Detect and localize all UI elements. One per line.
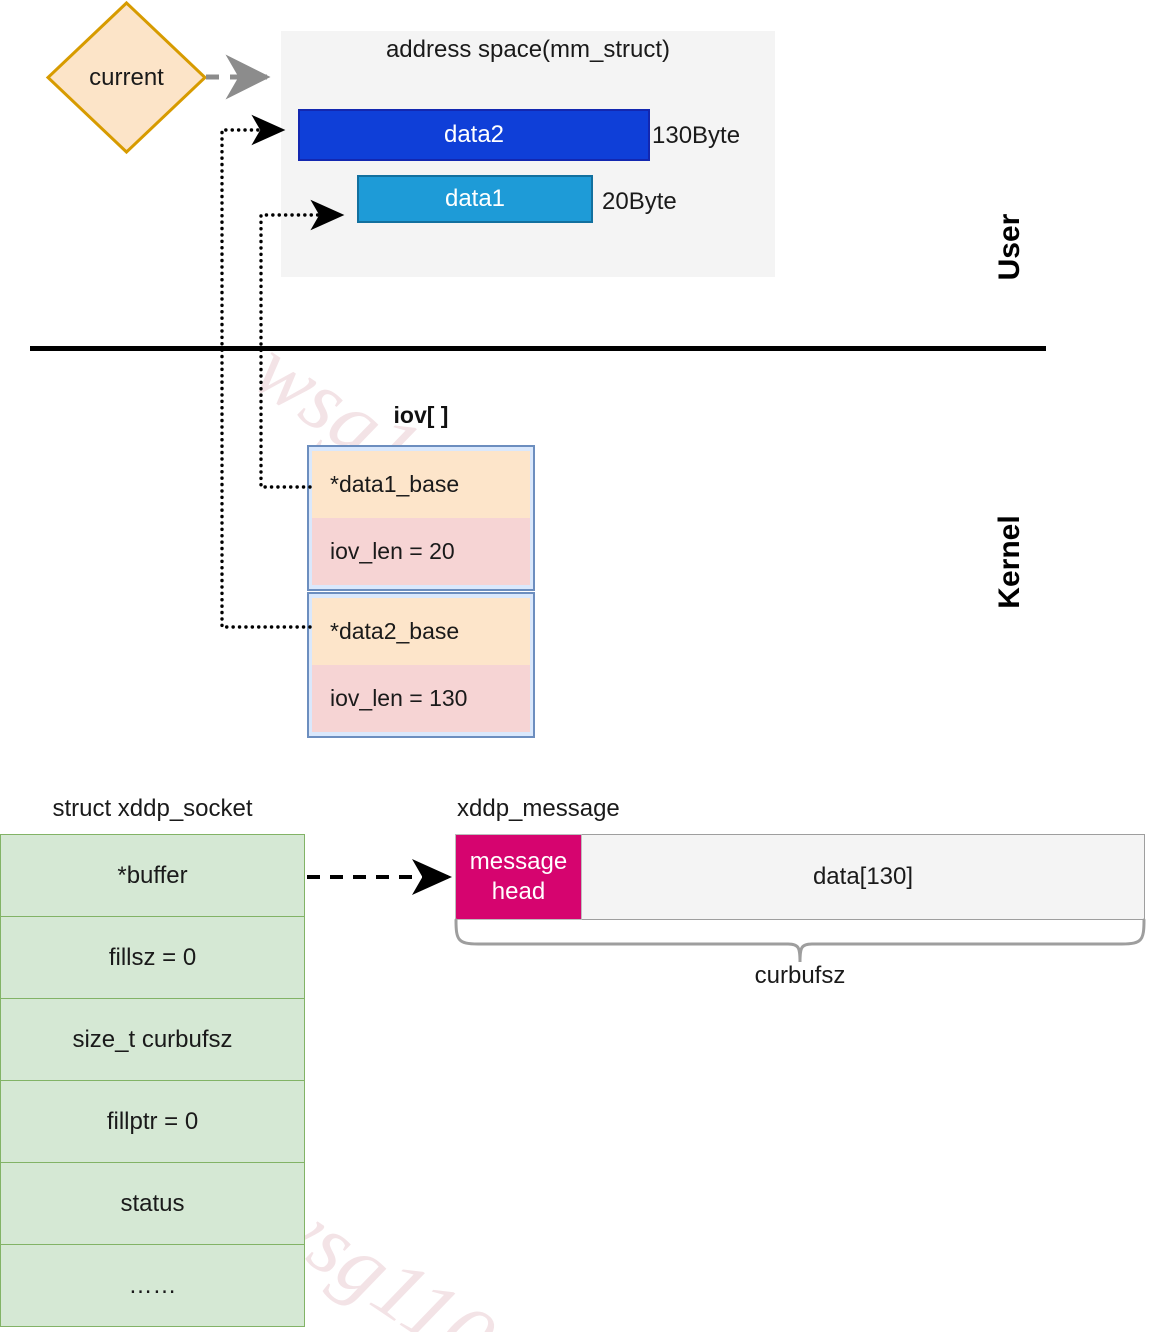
kernel-region-label: Kernel bbox=[993, 515, 1026, 609]
xddp-socket-field-curbufsz: size_t curbufsz bbox=[0, 998, 305, 1081]
xddp-socket-field-fillsz: fillsz = 0 bbox=[0, 916, 305, 999]
address-space-title: address space(mm_struct) bbox=[385, 36, 671, 63]
xddp-socket-table: *buffer fillsz = 0 size_t curbufsz fillp… bbox=[0, 834, 305, 1327]
iov-entry-0-len: iov_len = 20 bbox=[312, 518, 530, 585]
xddp-message-head-line2: head bbox=[491, 878, 546, 905]
xddp-message-data: data[130] bbox=[582, 834, 1145, 920]
user-region-label: User bbox=[993, 213, 1026, 281]
xddp-socket-title: struct xddp_socket bbox=[52, 795, 253, 822]
data1-buffer-label: data1 bbox=[444, 185, 506, 212]
data2-buffer-label: data2 bbox=[443, 121, 505, 148]
iov-entry-0-base: *data1_base bbox=[312, 451, 530, 518]
current-process-label: current bbox=[89, 64, 164, 91]
xddp-socket-field-ellipsis: …… bbox=[0, 1244, 305, 1327]
data1-buffer: data1 bbox=[357, 175, 593, 223]
user-kernel-boundary-line bbox=[30, 346, 1046, 351]
xddp-message-box: message head data[130] bbox=[455, 834, 1145, 920]
data2-buffer: data2 bbox=[298, 109, 650, 161]
xddp-message-head-line1: message bbox=[469, 848, 568, 875]
current-process-diamond bbox=[45, 0, 208, 155]
xddp-message-title: xddp_message bbox=[457, 795, 620, 822]
curbufsz-brace bbox=[454, 918, 1146, 963]
iov-entry-0: *data1_base iov_len = 20 bbox=[307, 445, 535, 591]
xddp-socket-field-buffer: *buffer bbox=[0, 834, 305, 917]
xddp-socket-field-status: status bbox=[0, 1162, 305, 1245]
iov-array-title: iov[ ] bbox=[393, 402, 449, 428]
iov-entry-1: *data2_base iov_len = 130 bbox=[307, 592, 535, 738]
data2-size-label: 130Byte bbox=[652, 122, 741, 149]
curbufsz-label: curbufsz bbox=[754, 962, 846, 989]
xddp-socket-field-fillptr: fillptr = 0 bbox=[0, 1080, 305, 1163]
xddp-message-head: message head bbox=[455, 834, 582, 920]
data1-size-label: 20Byte bbox=[602, 188, 677, 215]
iov-entry-1-len: iov_len = 130 bbox=[312, 665, 530, 732]
iov-entry-1-base: *data2_base bbox=[312, 598, 530, 665]
